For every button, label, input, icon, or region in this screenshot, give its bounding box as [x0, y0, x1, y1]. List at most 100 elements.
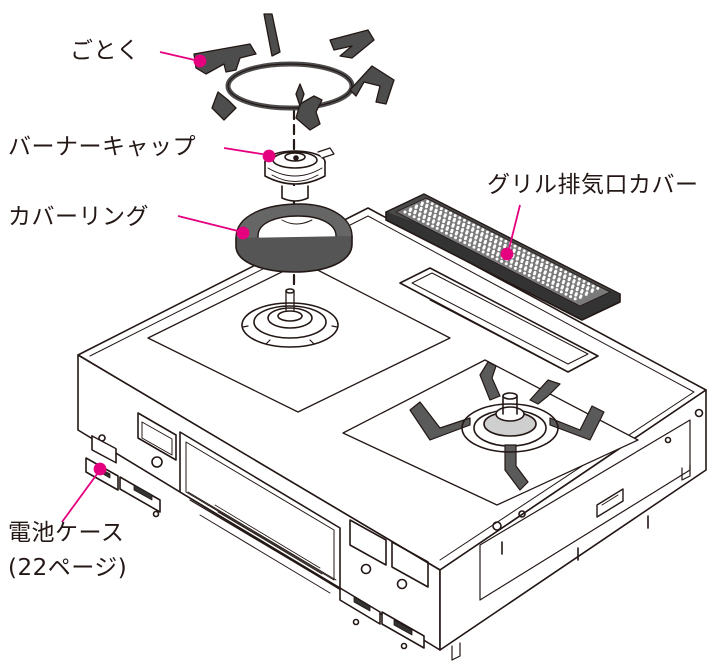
grill-cover-hole [522, 249, 526, 253]
grill-cover-hole [459, 233, 463, 237]
grill-cover-hole [467, 243, 471, 247]
grill-cover-hole [412, 215, 416, 219]
grill-cover-hole [482, 245, 486, 249]
grill-cover-hole [535, 260, 539, 264]
grill-cover-hole [495, 235, 499, 239]
grill-cover-hole [546, 283, 550, 287]
grill-cover-hole [541, 281, 545, 284]
grill-cover-hole [568, 272, 572, 276]
grill-cover-hole [419, 206, 423, 210]
grill-cover-hole [596, 286, 600, 290]
grill-cover-hole [463, 241, 467, 245]
grill-cover-hole [509, 264, 513, 268]
grill-cover-hole [550, 285, 554, 289]
grill-cover-hole [442, 218, 446, 222]
grill-cover-hole [426, 200, 430, 203]
grill-cover-hole [449, 211, 453, 215]
leader-cover-ring [177, 215, 243, 233]
grill-cover-hole [577, 277, 581, 281]
grill-cover-hole [555, 288, 559, 292]
grill-cover-hole [403, 210, 407, 214]
grill-cover-hole [497, 246, 501, 250]
grill-cover-hole [540, 262, 544, 266]
grill-cover-hole [549, 267, 553, 271]
left-knob [151, 456, 163, 468]
grill-cover-hole [538, 273, 542, 277]
grill-cover-hole [571, 284, 575, 288]
grill-cover-hole [439, 207, 443, 211]
grill-cover-hole [455, 231, 459, 234]
grill-cover-hole [480, 232, 484, 236]
grill-cover-hole [436, 221, 440, 225]
grill-cover-hole [467, 221, 471, 225]
grill-cover-hole [530, 263, 534, 267]
grill-cover-hole [428, 211, 432, 215]
grill-exhaust-opening [399, 267, 599, 373]
leader-gotoku [159, 51, 200, 62]
gotoku-part [193, 13, 395, 131]
grill-cover-hole [561, 285, 565, 289]
grill-cover-hole [566, 282, 570, 286]
grill-cover-hole [513, 266, 517, 270]
grill-cover-hole [479, 237, 483, 241]
grill-cover-hole [527, 251, 531, 255]
grill-cover-hole [558, 272, 562, 275]
grill-cover-hole [409, 207, 413, 211]
leader-battery-case [61, 469, 101, 523]
grill-cover-hole [577, 281, 581, 285]
right-cooktop-plate [342, 359, 639, 506]
leader-grill-cover [507, 204, 521, 254]
left-cooktop-plate [147, 261, 451, 413]
grill-cover-hole [426, 222, 430, 226]
grill-cover-hole [568, 276, 572, 280]
grill-cover-hole [466, 225, 470, 228]
grill-cover-hole [565, 287, 569, 291]
grill-cover-hole [493, 244, 497, 248]
grill-cover-hole [462, 222, 466, 226]
grill-cover-hole [504, 262, 508, 266]
grill-cover-hole [519, 263, 523, 267]
grill-cover-hole [413, 209, 417, 213]
grill-cover-hole [417, 217, 421, 221]
grill-cover-hole [458, 238, 462, 242]
grill-cover-hole [462, 218, 466, 222]
grill-cover-hole [435, 204, 439, 208]
grill-cover-hole [474, 235, 478, 239]
grill-cover-hole [574, 292, 578, 296]
grill-cover-hole [500, 259, 504, 263]
grill-cover-hole [448, 215, 452, 219]
grill-cover-hole [570, 289, 574, 293]
leader-burner-cap [223, 147, 269, 156]
grill-cover-hole [472, 245, 476, 249]
right-display-2 [391, 541, 429, 588]
grill-cover-hole [457, 220, 461, 224]
leader-grill-cover-dot [500, 247, 514, 261]
leader-cover-ring-dot [236, 226, 250, 240]
grill-cover-hole [520, 258, 524, 262]
grill-cover-hole [559, 268, 563, 272]
grill-cover-hole [525, 260, 529, 264]
grill-cover-hole [553, 275, 557, 278]
grill-cover-hole [473, 240, 477, 244]
grill-cover-hole [418, 212, 422, 216]
grill-cover-hole [526, 255, 530, 259]
grill-cover-hole [496, 252, 500, 256]
grill-cover-hole [559, 290, 563, 294]
grill-cover-hole [541, 258, 545, 262]
leader-battery-case-dot [93, 462, 107, 476]
grill-cover-hole [569, 295, 573, 299]
grill-cover-hole [444, 231, 448, 235]
right-knob-2 [396, 578, 408, 590]
grill-cover-hole [573, 275, 577, 279]
grill-cover-hole [447, 220, 451, 224]
grill-cover-hole [557, 277, 561, 281]
grill-cover-hole [461, 228, 465, 231]
grill-cover-hole [531, 257, 535, 261]
grill-cover-hole [484, 239, 488, 243]
grill-cover-hole [456, 225, 460, 229]
grill-cover-hole [435, 226, 439, 230]
grill-cover-hole [449, 234, 453, 237]
grill-cover-hole [518, 269, 522, 273]
label-burner-cap: バーナーキャップ [8, 134, 196, 160]
